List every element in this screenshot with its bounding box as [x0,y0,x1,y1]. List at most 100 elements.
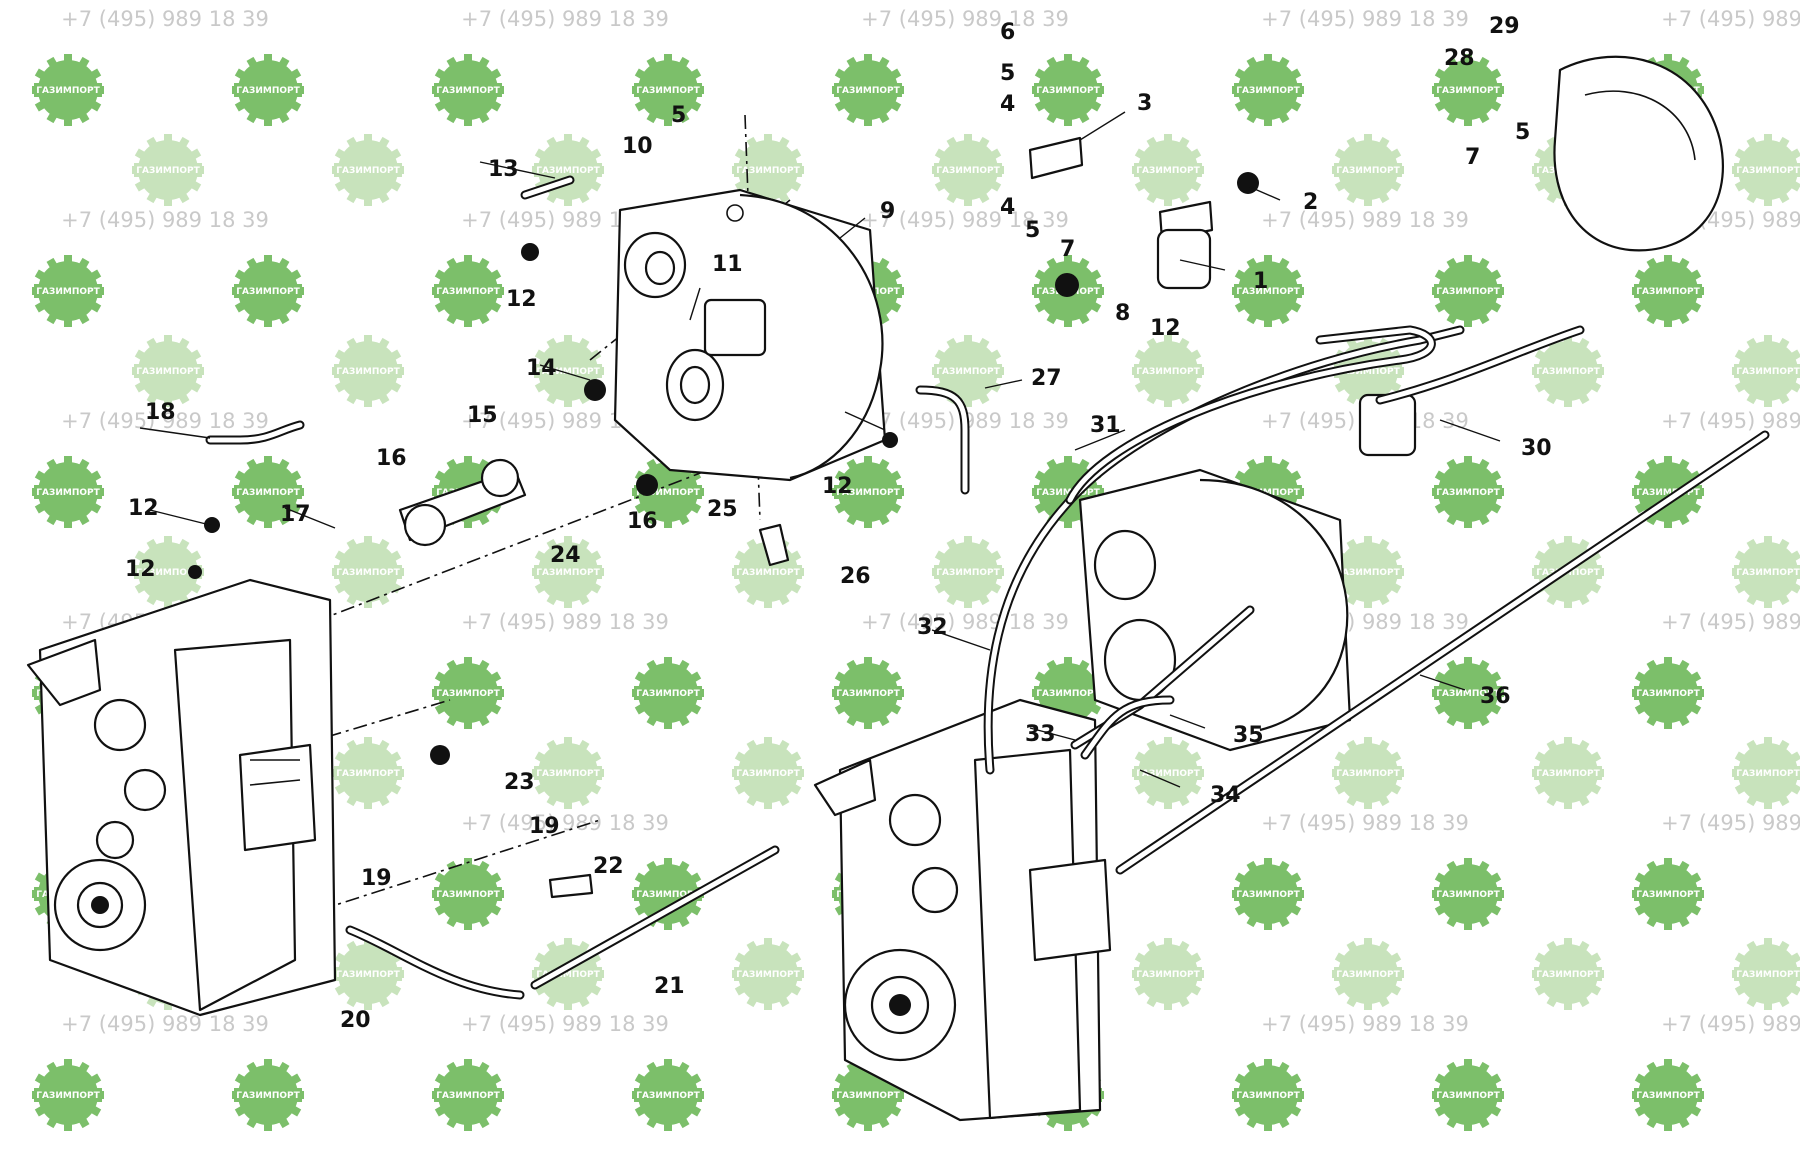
assembled-view-right [813,325,1770,1122]
callout-number: 8 [1115,301,1130,326]
watermark-logo: ГАЗИМПОРТ [932,134,1004,206]
callout-number: 16 [627,509,658,534]
watermark-brand-text: ГАЗИМПОРТ [1336,769,1400,779]
watermark-logo: ГАЗИМПОРТ [1132,737,1204,809]
callout-number: 15 [467,403,498,428]
watermark-phone: +7 (495) 989 18 39 [461,811,669,835]
watermark-logo: ГАЗИМПОРТ [1132,335,1204,407]
callout-number: 5 [1515,120,1530,145]
callout-number: 4 [1000,92,1015,117]
watermark-brand-text: ГАЗИМПОРТ [1736,367,1800,377]
transmission-case-left [26,578,337,1017]
callout-number: 14 [526,356,557,381]
exploded-view-left [26,55,1724,1017]
watermark-brand-text: ГАЗИМПОРТ [336,769,400,779]
watermark-brand-text: ГАЗИМПОРТ [36,488,100,498]
watermark-brand-text: ГАЗИМПОРТ [536,568,600,578]
watermark-brand-text: ГАЗИМПОРТ [436,86,500,96]
watermark-brand-text: ГАЗИМПОРТ [436,890,500,900]
watermark-phone: +7 (495) 989 18 39 [861,610,1069,634]
watermark-logo: ГАЗИМПОРТ [1032,54,1104,126]
watermark-brand-text: ГАЗИМПОРТ [1736,166,1800,176]
watermark-brand-text: ГАЗИМПОРТ [1336,568,1400,578]
watermark-phone: +7 (495) 989 18 39 [1261,1012,1469,1036]
watermark-logo: ГАЗИМПОРТ [632,657,704,729]
watermark-brand-text: ГАЗИМПОРТ [336,970,400,980]
watermark-brand-text: ГАЗИМПОРТ [636,488,700,498]
watermark-logo: ГАЗИМПОРТ [1732,134,1800,206]
watermark-logo: ГАЗИМПОРТ [632,54,704,126]
callout-number: 17 [280,502,311,527]
callout-number: 29 [1489,14,1520,39]
watermark-logo: ГАЗИМПОРТ [1732,737,1800,809]
watermark-logo: ГАЗИМПОРТ [232,255,304,327]
watermark-brand-text: ГАЗИМПОРТ [1136,970,1200,980]
callout-number: 12 [125,557,156,582]
callout-number: 21 [654,974,685,999]
watermark-logo: ГАЗИМПОРТ [1132,938,1204,1010]
watermark-logo: ГАЗИМПОРТ [1732,938,1800,1010]
watermark-brand-text: ГАЗИМПОРТ [1036,488,1100,498]
watermark-brand-text: ГАЗИМПОРТ [1436,488,1500,498]
watermark-logo: ГАЗИМПОРТ [432,255,504,327]
watermark-brand-text: ГАЗИМПОРТ [936,568,1000,578]
watermark-brand-text: ГАЗИМПОРТ [236,287,300,297]
callout-number: 12 [822,474,853,499]
callout-number: 30 [1521,436,1552,461]
callout-number: 5 [671,103,686,128]
callout-number: 36 [1480,684,1511,709]
watermark-phone: +7 (495) 989 18 39 [1661,1012,1800,1036]
watermark-logo: ГАЗИМПОРТ [432,1059,504,1131]
watermark-brand-text: ГАЗИМПОРТ [36,86,100,96]
callout-number: 2 [1303,190,1318,215]
watermark-brand-text: ГАЗИМПОРТ [1736,568,1800,578]
watermark-brand-text: ГАЗИМПОРТ [636,1091,700,1101]
callout-number: 19 [361,866,392,891]
callout-number: 16 [376,446,407,471]
watermark-phone: +7 (495) 989 18 39 [1261,208,1469,232]
callout-number: 32 [917,615,948,640]
watermark-phone: +7 (495) 989 18 39 [1261,811,1469,835]
watermark-logo: ГАЗИМПОРТ [532,536,604,608]
watermark-logo: ГАЗИМПОРТ [1532,335,1604,407]
callout-number: 11 [712,252,743,277]
watermark-brand-text: ГАЗИМПОРТ [1436,287,1500,297]
watermark-logo: ГАЗИМПОРТ [32,255,104,327]
callout-number: 7 [1465,145,1480,170]
watermark-logo: ГАЗИМПОРТ [1532,737,1604,809]
watermark-logo: ГАЗИМПОРТ [32,456,104,528]
watermark-brand-text: ГАЗИМПОРТ [236,1091,300,1101]
leader-lines [139,111,1501,788]
watermark-logo: ГАЗИМПОРТ [232,1059,304,1131]
callout-number: 5 [1025,218,1040,243]
watermark-brand-text: ГАЗИМПОРТ [1136,166,1200,176]
watermark-logo: ГАЗИМПОРТ [1332,536,1404,608]
watermark-brand-text: ГАЗИМПОРТ [836,488,900,498]
watermark-brand-text: ГАЗИМПОРТ [136,367,200,377]
watermark-logo: ГАЗИМПОРТ [332,737,404,809]
callout-number: 18 [145,400,176,425]
callout-number: 35 [1233,723,1264,748]
watermark-brand-text: ГАЗИМПОРТ [936,367,1000,377]
callout-number: 34 [1210,783,1241,808]
callout-number: 28 [1444,46,1475,71]
watermark-logo: ГАЗИМПОРТ [232,456,304,528]
watermark-brand-text: ГАЗИМПОРТ [1736,769,1800,779]
watermark-brand-text: ГАЗИМПОРТ [1636,488,1700,498]
hydraulic-pump-housing [613,188,887,482]
watermark-brand-text: ГАЗИМПОРТ [336,568,400,578]
watermark-brand-text: ГАЗИМПОРТ [1336,970,1400,980]
watermark-logo: ГАЗИМПОРТ [1332,737,1404,809]
watermark-logo: ГАЗИМПОРТ [232,54,304,126]
watermark-logo: ГАЗИМПОРТ [432,54,504,126]
watermark-phone: +7 (495) 989 18 39 [61,208,269,232]
callout-number: 26 [840,564,871,589]
watermark-phone: +7 (495) 989 18 39 [461,7,669,31]
watermark-brand-text: ГАЗИМПОРТ [1436,1091,1500,1101]
protective-cover [1553,55,1724,252]
watermark-brand-text: ГАЗИМПОРТ [236,86,300,96]
watermark-logo: ГАЗИМПОРТ [832,456,904,528]
watermark-logo: ГАЗИМПОРТ [1332,335,1404,407]
watermark-brand-text: ГАЗИМПОРТ [1036,86,1100,96]
